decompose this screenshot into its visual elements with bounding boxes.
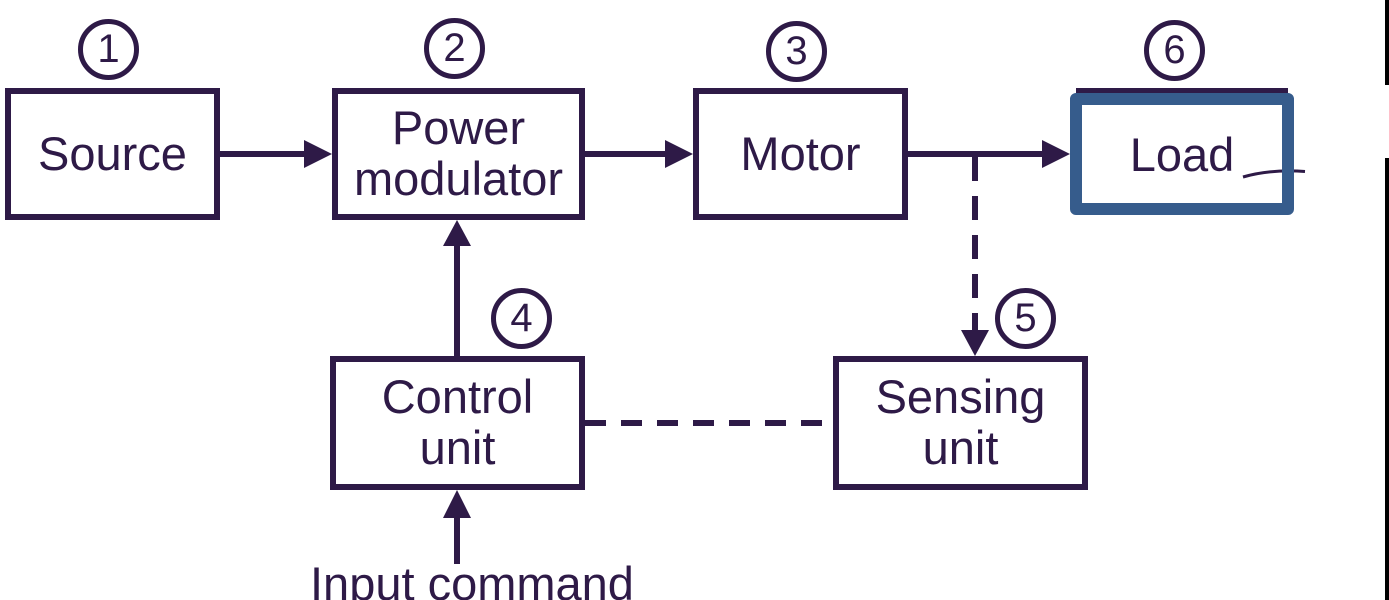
block-label: Motor [740, 126, 861, 180]
step-badge-load: 6 [1144, 20, 1205, 81]
dashed-arrow-motor-to-sensing [961, 157, 989, 356]
step-number: 2 [443, 26, 466, 70]
step-number: 4 [510, 296, 533, 340]
step-number: 1 [97, 27, 120, 71]
block-label-line1: Power [391, 101, 526, 155]
step-badge-source: 1 [78, 19, 139, 80]
arrow-input-to-control [443, 490, 471, 564]
step-badge-power-modulator: 2 [424, 18, 485, 79]
step-number: 6 [1163, 28, 1186, 72]
step-number: 5 [1014, 296, 1037, 340]
arrow-power-modulator-to-motor [585, 140, 693, 168]
step-badge-control-unit: 4 [491, 288, 552, 349]
input-command-label: Input command [310, 557, 634, 600]
step-badge-motor: 3 [766, 21, 827, 82]
block-sensing-unit: Sensing unit [833, 356, 1088, 490]
block-motor: Motor [693, 88, 908, 220]
block-source: Source [5, 88, 220, 220]
frame-border-bottom-segment [1385, 158, 1389, 600]
block-label-line2: modulator [354, 152, 563, 205]
load-highlight-box: Load [1070, 93, 1294, 215]
block-label-line1: Sensing [875, 370, 1046, 424]
block-label-line1: Control [381, 370, 534, 424]
step-number: 3 [785, 29, 808, 73]
block-power-modulator: Power modulator [332, 88, 585, 220]
step-badge-sensing-unit: 5 [995, 288, 1056, 349]
block-label-line2: unit [922, 421, 999, 474]
arrow-motor-to-load [908, 140, 1070, 168]
block-label: Source [38, 126, 187, 180]
arrow-control-to-power-modulator [443, 220, 471, 356]
frame-border-top-segment [1385, 0, 1389, 85]
arrow-source-to-power-modulator [220, 140, 332, 168]
block-label: Load [1129, 127, 1235, 181]
block-label-line2: unit [419, 421, 496, 474]
block-control-unit: Control unit [330, 356, 585, 490]
